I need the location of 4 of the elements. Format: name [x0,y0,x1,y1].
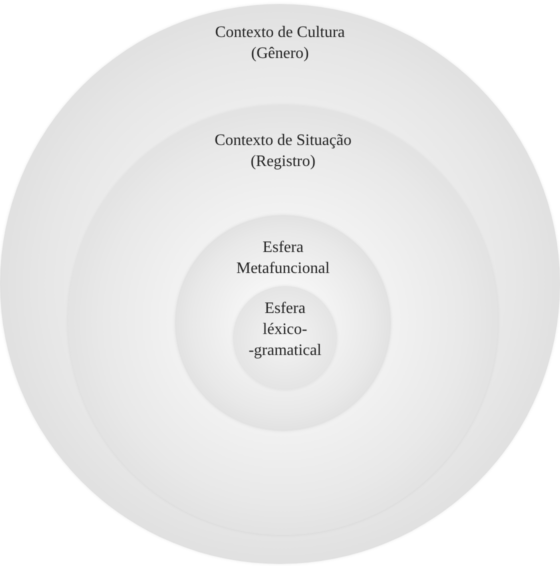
layer-label: Contexto de Situação (Registro) [214,131,352,172]
layer-label: Contexto de Cultura (Gênero) [214,23,346,64]
layer-label: Esfera Metafuncional [235,238,331,279]
layer-label: Esfera léxico- -gramatical [248,299,322,361]
